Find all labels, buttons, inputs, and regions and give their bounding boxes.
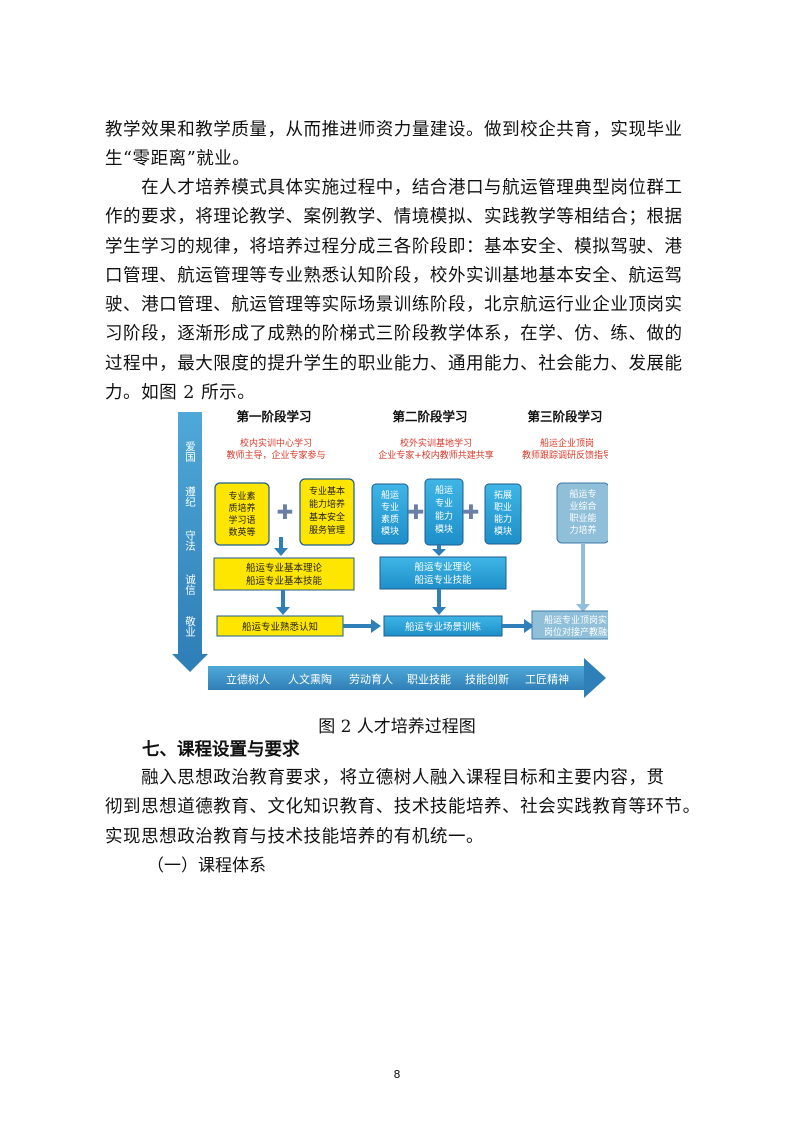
stage1-box-ability-line: 服务管理 (309, 524, 345, 536)
text-line: 作的要求，将理论教学、案例教学、情境模拟、实践教学等相结合；根据 (105, 207, 683, 228)
bottom-value-3: 劳动育人 (349, 672, 393, 686)
stage3-bottom-line: 岗位对接产教融合 (544, 626, 608, 638)
text-line: 学生学习的规律，将培养过程分成三各阶段即：基本安全、模拟驾驶、港 (105, 236, 683, 257)
stage2-box-quality-line: 船运 (381, 489, 399, 501)
bottom-value-4: 职业技能 (407, 672, 451, 686)
stage1-down-arrow-2 (276, 590, 290, 615)
stage3-bottom-line: 船运专业顶岗实习 (544, 614, 608, 626)
stage2-subtitle-line2: 企业专家+校内教师共建共享 (378, 449, 494, 461)
stage1-wide-line: 船运专业基本技能 (246, 575, 323, 587)
stage3-box-line: 船运专 (569, 488, 596, 500)
stage1-wide-box (213, 557, 355, 591)
text-line: 口管理、航运管理等专业熟悉认知阶段，校外实训基地基本安全、航运驾 (105, 265, 683, 286)
text-line: 习阶段，逐渐形成了成熟的阶梯式三阶段教学体系，在学、仿、练、做的 (105, 324, 683, 345)
paragraph-1: 教学效果和教学质量，从而推进师资力量建设。做到校企共育，实现毕业 生“零距离”就… (105, 116, 695, 175)
left-values-arrow (172, 412, 208, 672)
stage2-box-extend-line: 职业 (494, 502, 512, 513)
bottom-value-5: 技能创新 (465, 672, 509, 686)
stage3-subtitle-line2: 教师跟踪调研反馈指导 (522, 449, 608, 461)
value-dedication: 敬业 (184, 615, 196, 637)
text-line: 融入思想政治教育要求，将立德树人融入课程目标和主要内容，贯 (105, 768, 665, 788)
stage2-box-extend (484, 483, 522, 545)
bottom-value-6: 工匠精神 (525, 672, 569, 686)
stage2-box-ability-line: 专业 (435, 497, 453, 509)
stage1-box-ability-line: 专业基本 (309, 485, 345, 497)
stage3-subtitle-line1: 船运企业顶岗 (540, 437, 594, 449)
stage2-box-extend-line: 模块 (494, 525, 512, 537)
stage1-box-ability-line: 基本安全 (309, 511, 345, 523)
page-number: 8 (393, 1068, 401, 1081)
stage1-box-ability-line: 能力培养 (309, 498, 345, 510)
text-line: 驶、港口管理、航运管理等实际场景训练阶段，北京航运行业企业顶岗实 (105, 295, 683, 316)
stage1-box-ability (299, 478, 355, 546)
stage1-subtitle-line1: 校内实训中心学习 (240, 437, 312, 449)
text-line: 实现思想政治教育与技术技能培养的有机统一。 (105, 826, 485, 847)
stage1-wide-line: 船运专业基本理论 (246, 562, 323, 574)
value-patriotism: 爱国 (184, 440, 196, 463)
bottom-value-1: 立德树人 (226, 672, 270, 686)
stage2-box-ability (424, 478, 464, 546)
stage3-bottom-box (531, 610, 608, 640)
stage1-title: 第一阶段学习 (236, 409, 311, 424)
stage3-box-line: 力培养 (569, 524, 596, 536)
stage2-wide-line: 船运专业理论 (414, 561, 472, 573)
stage2-box-quality-line: 专业 (381, 501, 399, 513)
subsection-heading-1: （一）课程体系 (147, 856, 266, 876)
value-integrity: 诚信 (184, 574, 196, 596)
stage3-title: 第三阶段学习 (527, 409, 602, 424)
bottom-values-arrow (208, 658, 606, 698)
stage2-box-extend-line: 能力 (494, 513, 512, 525)
stage2-wide-line: 船运专业技能 (414, 574, 472, 586)
stage2-bottom-text: 船运专业场景训练 (405, 621, 482, 633)
bottom-value-2: 人文熏陶 (288, 672, 332, 686)
stage1-box-quality (214, 482, 270, 546)
stage3-box-line: 职业能 (569, 512, 596, 524)
paragraph-2: 在人才培养模式具体实施过程中，结合港口与航运管理典型岗位群工 作的要求，将理论教… (105, 174, 695, 408)
stage3-down-arrow (576, 543, 590, 612)
stage1-box-quality-line: 质培养 (228, 502, 255, 514)
stage2-box-quality-line: 模块 (381, 525, 399, 537)
plus-icon: ✚ (463, 500, 480, 524)
stage1-box-quality-line: 数英等 (228, 526, 255, 538)
stage1-subtitle-line2: 教师主导，企业专家参与 (226, 449, 325, 461)
value-law: 守法 (184, 529, 196, 552)
value-discipline: 遵纪 (184, 485, 196, 507)
stage1-down-arrow (274, 537, 288, 556)
paragraph-3: 融入思想政治教育要求，将立德树人融入课程目标和主要内容，贯 彻到思想道德教育、文… (105, 764, 701, 852)
plus-icon: ✚ (277, 500, 294, 524)
plus-icon: ✚ (408, 500, 425, 524)
figure-caption: 图 2 人才培养过程图 (318, 717, 476, 737)
text-line: 教学效果和教学质量，从而推进师资力量建设。做到校企共育，实现毕业 (105, 120, 683, 140)
stage2-to-stage3-arrow (502, 619, 534, 633)
stage1-box-quality-line: 专业素 (228, 490, 255, 502)
stage2-down-arrow (432, 545, 446, 556)
stage2-title: 第二阶段学习 (392, 409, 467, 424)
stage2-subtitle-line1: 校外实训基地学习 (400, 437, 472, 449)
text-line: 力。如图 2 所示。 (105, 383, 256, 404)
stage2-box-extend-line: 拓展 (494, 489, 512, 501)
text-line: 过程中，最大限度的提升学生的职业能力、通用能力、社会能力、发展能 (105, 353, 683, 374)
stage2-down-arrow-2 (432, 589, 446, 615)
stage1-bottom-text: 船运专业熟悉认知 (242, 621, 318, 633)
stage2-box-quality-line: 素质 (381, 513, 399, 525)
text-line: 彻到思想道德教育、文化知识教育、技术技能培养、社会实践教育等环节。 (105, 797, 701, 818)
stage1-to-stage2-arrow (343, 619, 381, 633)
text-line: 生“零距离”就业。 (105, 149, 251, 170)
section-heading-7: 七、课程设置与要求 (142, 740, 300, 760)
talent-training-diagram: 第一阶段学习 第二阶段学习 第三阶段学习 校内实训中心学习 教师主导，企业专家参… (172, 409, 608, 698)
stage2-box-ability-line: 船运 (435, 484, 453, 496)
stage1-box-quality-line: 学习语 (228, 514, 255, 526)
stage2-box-quality (371, 483, 409, 545)
text-line: 在人才培养模式具体实施过程中，结合港口与航运管理典型岗位群工 (105, 178, 683, 198)
stage3-box-line: 业综合 (569, 500, 596, 512)
stage2-wide-box (379, 556, 507, 590)
stage2-box-ability-line: 能力 (435, 510, 453, 522)
stage2-box-ability-line: 模块 (435, 523, 453, 535)
